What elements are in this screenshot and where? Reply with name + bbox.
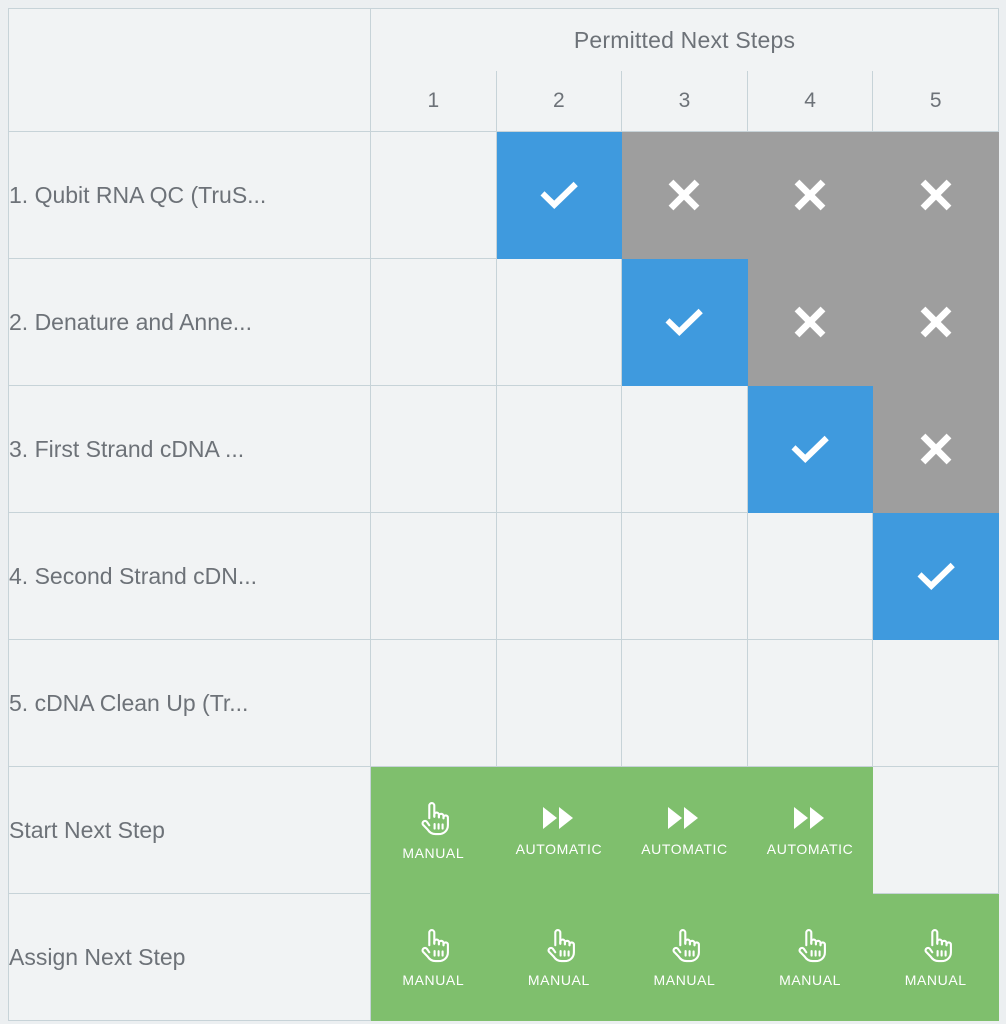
cross-icon [873, 176, 998, 214]
matrix-cell-r2-c1[interactable] [370, 258, 497, 386]
matrix-cell-r3-c1[interactable] [370, 385, 497, 513]
check-icon [873, 556, 998, 596]
step-label-2: 2. Denature and Anne... [8, 258, 371, 386]
action-cell-2-c4[interactable]: MANUAL [746, 893, 874, 1021]
pointing-hand-icon [542, 927, 576, 963]
action-label-1: Start Next Step [8, 766, 371, 894]
action-cell-1-c5[interactable] [872, 766, 1000, 894]
action-caption: MANUAL [527, 971, 590, 988]
matrix-cell-r3-c2[interactable] [495, 385, 623, 513]
column-header-2: 2 [495, 71, 623, 132]
matrix-cell-r3-c4[interactable] [746, 385, 874, 513]
action-cell-1-c4[interactable]: AUTOMATIC [746, 766, 874, 894]
action-caption: MANUAL [779, 971, 842, 988]
pointing-hand-icon [416, 800, 450, 836]
matrix-cell-r4-c2[interactable] [495, 512, 623, 640]
cross-icon [748, 303, 873, 341]
action-cell-content: AUTOMATIC [497, 767, 622, 893]
matrix-row: 2. Denature and Anne... [8, 258, 1000, 386]
pointing-hand-icon [667, 927, 701, 963]
step-label-4: 4. Second Strand cDN... [8, 512, 371, 640]
action-caption: AUTOMATIC [515, 840, 603, 857]
action-caption: AUTOMATIC [641, 840, 728, 857]
matrix-cell-r5-c5[interactable] [872, 639, 1000, 767]
action-caption: MANUAL [904, 971, 967, 988]
header-group-row: Permitted Next Steps [8, 8, 1000, 132]
fast-forward-icon [792, 804, 828, 832]
cross-icon [748, 176, 873, 214]
action-caption: MANUAL [653, 971, 716, 988]
action-cell-content: MANUAL [371, 767, 496, 893]
cross-icon [622, 176, 747, 214]
matrix-cell-r4-c1[interactable] [370, 512, 497, 640]
action-cell-content: MANUAL [371, 894, 496, 1020]
check-icon [497, 175, 622, 215]
matrix-cell-r3-c3[interactable] [621, 385, 748, 513]
fast-forward-icon [666, 804, 702, 832]
action-caption: AUTOMATIC [766, 840, 854, 857]
action-cell-2-c3[interactable]: MANUAL [621, 893, 748, 1021]
cross-icon [873, 303, 998, 341]
action-cell-content: MANUAL [497, 894, 622, 1020]
pointing-hand-icon [416, 927, 450, 963]
matrix-cell-r1-c1[interactable] [370, 131, 497, 259]
matrix-row: 5. cDNA Clean Up (Tr... [8, 639, 1000, 767]
column-header-3: 3 [621, 71, 748, 132]
fast-forward-icon [541, 804, 577, 832]
pointing-hand-icon [919, 927, 953, 963]
matrix-body: 1. Qubit RNA QC (TruS...2. Denature and … [8, 131, 1000, 1021]
action-cell-2-c5[interactable]: MANUAL [872, 893, 1000, 1021]
matrix-row: 3. First Strand cDNA ... [8, 385, 1000, 513]
matrix-cell-r2-c2[interactable] [495, 258, 623, 386]
check-icon [622, 302, 747, 342]
column-header-4: 4 [746, 71, 874, 132]
action-cell-2-c1[interactable]: MANUAL [370, 893, 497, 1021]
action-caption: MANUAL [402, 971, 465, 988]
step-label-3: 3. First Strand cDNA ... [8, 385, 371, 513]
matrix-cell-r1-c4[interactable] [746, 131, 874, 259]
action-cell-content: AUTOMATIC [622, 767, 747, 893]
action-cell-2-c2[interactable]: MANUAL [495, 893, 623, 1021]
matrix-cell-r5-c4[interactable] [746, 639, 874, 767]
matrix-cell-r1-c2[interactable] [495, 131, 623, 259]
matrix-cell-r2-c3[interactable] [621, 258, 748, 386]
matrix-cell-r1-c3[interactable] [621, 131, 748, 259]
action-cell-1-c1[interactable]: MANUAL [370, 766, 497, 894]
step-label-5: 5. cDNA Clean Up (Tr... [8, 639, 371, 767]
column-header-1: 1 [370, 71, 497, 132]
action-cell-1-c3[interactable]: AUTOMATIC [621, 766, 748, 894]
matrix-cell-r3-c5[interactable] [872, 385, 1000, 513]
matrix-cell-r5-c2[interactable] [495, 639, 623, 767]
action-label-2: Assign Next Step [8, 893, 371, 1021]
corner-cell [8, 8, 371, 132]
step-label-1: 1. Qubit RNA QC (TruS... [8, 131, 371, 259]
action-cell-content: MANUAL [748, 894, 873, 1020]
matrix-cell-r4-c5[interactable] [872, 512, 1000, 640]
matrix-cell-r2-c4[interactable] [746, 258, 874, 386]
action-cell-content: AUTOMATIC [748, 767, 873, 893]
matrix-cell-r2-c5[interactable] [872, 258, 1000, 386]
permitted-next-steps-title: Permitted Next Steps [369, 8, 1000, 71]
matrix-cell-r4-c4[interactable] [746, 512, 874, 640]
matrix-cell-r5-c3[interactable] [621, 639, 748, 767]
matrix-cell-r1-c5[interactable] [872, 131, 1000, 259]
matrix-row: 1. Qubit RNA QC (TruS... [8, 131, 1000, 259]
check-icon [748, 429, 873, 469]
cross-icon [873, 430, 998, 468]
matrix-row: 4. Second Strand cDN... [8, 512, 1000, 640]
matrix-cell-r4-c3[interactable] [621, 512, 748, 640]
action-cell-content: MANUAL [622, 894, 747, 1020]
action-cell-content: MANUAL [873, 894, 998, 1020]
matrix-cell-r5-c1[interactable] [370, 639, 497, 767]
action-caption: MANUAL [402, 844, 465, 861]
column-header-5: 5 [872, 71, 1000, 132]
pointing-hand-icon [793, 927, 827, 963]
action-cell-1-c2[interactable]: AUTOMATIC [495, 766, 623, 894]
